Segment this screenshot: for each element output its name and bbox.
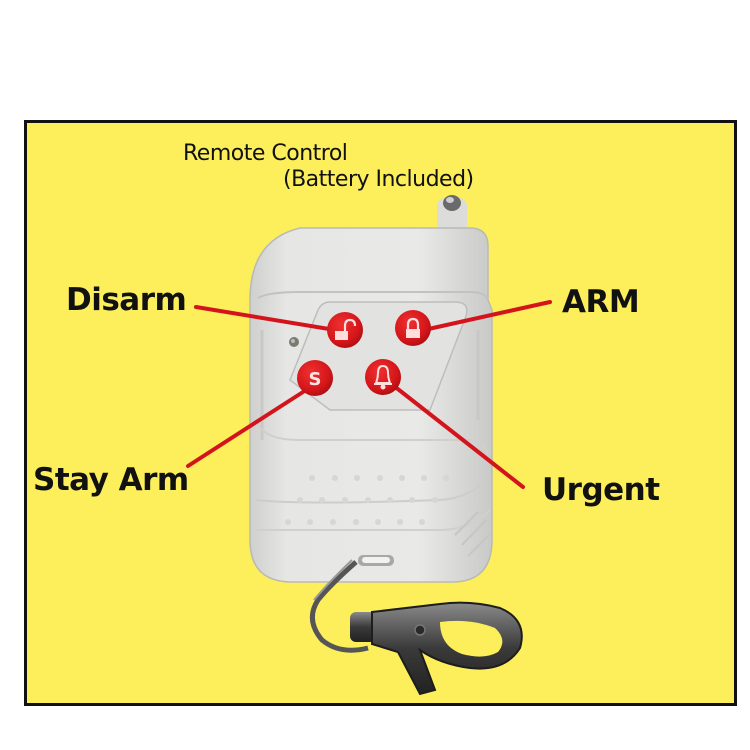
pointer-line-stay-arm bbox=[186, 390, 305, 468]
pointer-line-disarm bbox=[194, 305, 337, 332]
title-remote-control: Remote Control bbox=[183, 141, 348, 166]
bell-icon bbox=[374, 364, 392, 390]
label-arm: ARM bbox=[562, 284, 640, 320]
title-battery-included: (Battery Included) bbox=[283, 167, 474, 192]
arm-button[interactable] bbox=[395, 310, 431, 346]
label-stay-arm: Stay Arm bbox=[33, 462, 189, 498]
pointer-line-arm bbox=[422, 300, 552, 332]
letter-s-icon: S bbox=[309, 369, 322, 390]
unlocked-padlock-icon bbox=[335, 318, 357, 340]
label-disarm: Disarm bbox=[66, 282, 187, 318]
keychain-clasp bbox=[309, 559, 523, 696]
stay-arm-button[interactable]: S bbox=[297, 360, 333, 396]
pointer-lines bbox=[186, 300, 552, 489]
disarm-button[interactable] bbox=[327, 312, 363, 348]
locked-padlock-icon bbox=[406, 317, 420, 338]
label-urgent: Urgent bbox=[542, 472, 660, 508]
pointer-line-urgent bbox=[392, 384, 525, 489]
urgent-button[interactable] bbox=[365, 359, 401, 395]
